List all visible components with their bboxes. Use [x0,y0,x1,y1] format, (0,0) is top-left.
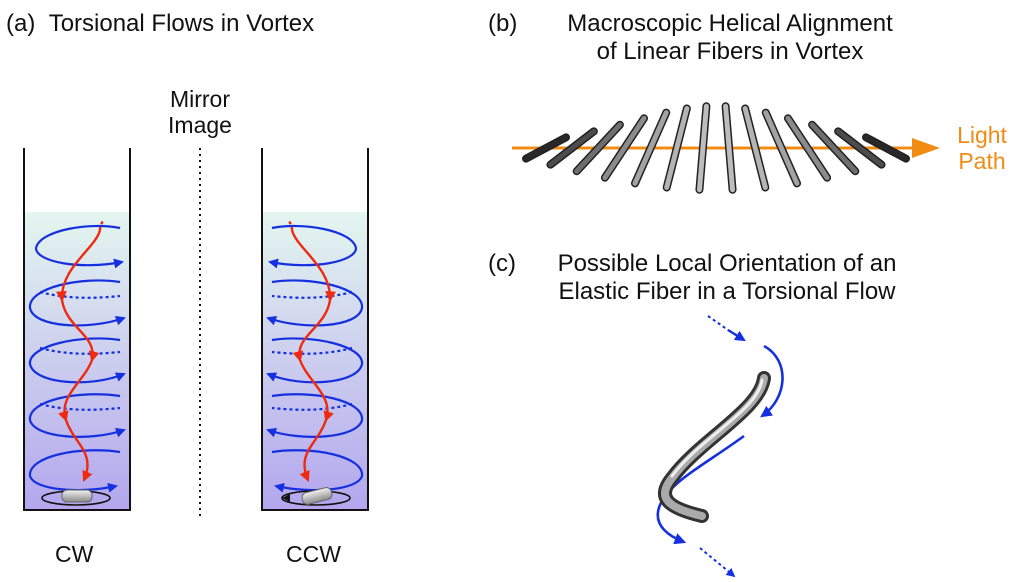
fiber-rod-shading [696,103,709,193]
elastic-fiber-diagram [656,315,784,578]
fiber-rod-shading [809,122,858,174]
panel-b-title-line1: Macroscopic Helical Alignment [567,10,893,37]
fiber-rod-shading [523,134,569,162]
panel-b-label: (b) [488,10,518,37]
mirror-image-label: Mirror Image [145,86,255,139]
panel-a-label: (a) [6,10,36,37]
mirror-label-line2: Image [168,112,232,139]
light-path-label: Light Path [944,122,1020,175]
cw-caption: CW [55,541,94,567]
fiber-array [512,102,940,194]
panel-b-title-line2: of Linear Fibers in Vortex [596,37,864,65]
light-path-line1: Light [957,122,1007,148]
mirror-label-line1: Mirror [169,86,231,112]
panel-c-title-line1: Possible Local Orientation of an [557,250,897,277]
cw-vial [23,148,131,511]
ccw-red-flow [287,219,336,482]
fiber-rod-shading [863,134,909,162]
panel-c-title: Possible Local Orientation of an Elastic… [522,250,932,305]
fiber-rod-shading [785,115,830,181]
light-path-line2: Path [958,148,1006,175]
fiber-rod-shading [763,110,800,186]
cw-stir-bar [41,489,111,506]
panel-c-heading: (c) [488,250,516,278]
panel-a-title: Torsional Flows in Vortex [48,10,315,37]
panel-a-heading: (a) Torsional Flows in Vortex [6,10,314,38]
ccw-blue-flow [266,224,364,493]
fiber-rod-shading [835,128,885,168]
panel-b-title: Macroscopic Helical Alignment of Linear … [530,10,930,65]
light-path-arrowhead [912,138,940,158]
ccw-vial [261,148,369,511]
ccw-caption: CCW [286,541,341,567]
ccw-stir-bar [281,487,351,506]
panel-b-heading: (b) [488,10,517,38]
fiber-rod-shading [664,105,690,191]
fiber-rod-shading [742,105,768,191]
fiber-rod-shading [632,110,669,186]
fiber-rod-shading [574,122,623,174]
panel-c-label: (c) [488,250,516,277]
fiber-rod-shading [602,115,647,181]
fiber-rod-shading [547,128,597,168]
panel-c-title-line2: Elastic Fiber in a Torsional Flow [558,277,896,305]
fiber-rod-shading [723,103,736,193]
cw-red-flow [56,219,105,482]
